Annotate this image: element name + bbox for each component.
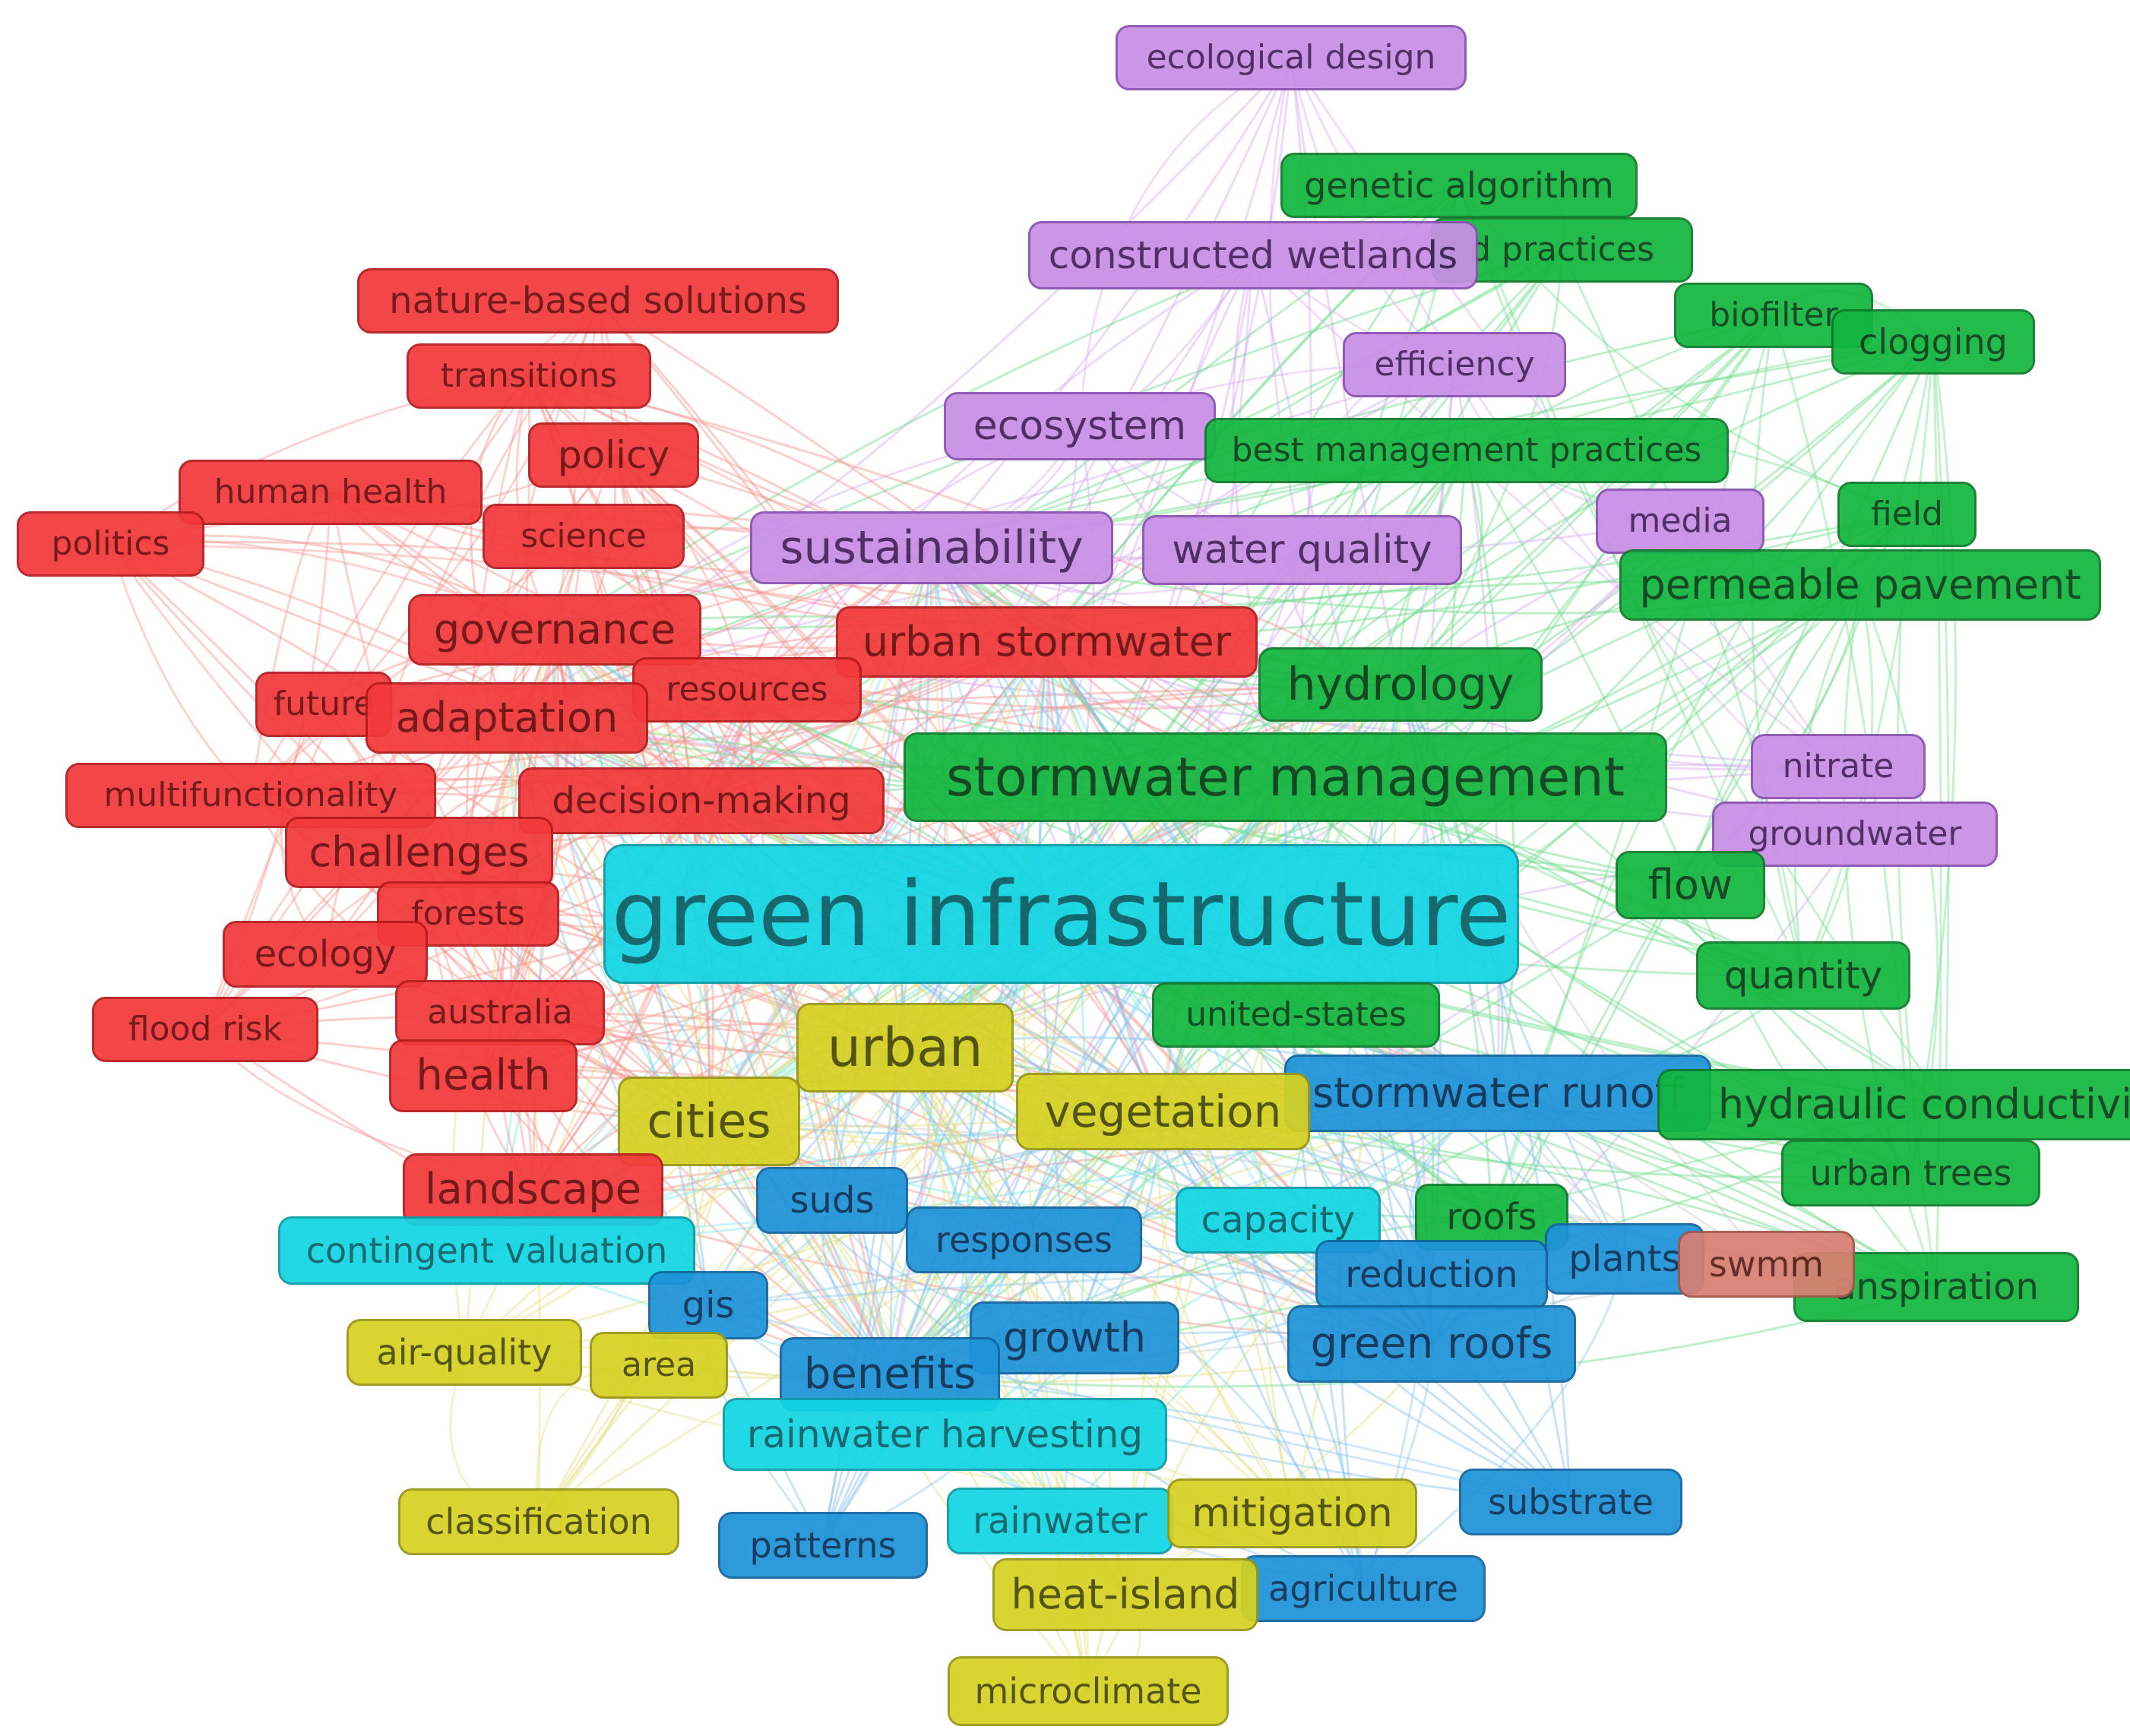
keyword-node-ecosystem[interactable]: ecosystem	[944, 392, 1216, 460]
keyword-link	[597, 300, 1164, 1112]
keyword-node-stormwater-management[interactable]: stormwater management	[904, 732, 1667, 822]
keyword-node-growth[interactable]: growth	[970, 1301, 1179, 1374]
keyword-node-media[interactable]: media	[1596, 489, 1764, 554]
keyword-node-ecological-design[interactable]: ecological design	[1116, 25, 1467, 90]
keyword-node-microclimate[interactable]: microclimate	[948, 1656, 1229, 1726]
keyword-node-gis[interactable]: gis	[648, 1271, 768, 1339]
keyword-node-swmm[interactable]: swmm	[1678, 1231, 1855, 1298]
keyword-link	[904, 1046, 1492, 1219]
keyword-link	[1802, 341, 1935, 976]
keyword-node-policy[interactable]: policy	[528, 422, 699, 488]
keyword-node-green-infrastructure[interactable]: green infrastructure	[603, 844, 1519, 984]
keyword-link	[904, 520, 1682, 1049]
keyword-link	[537, 683, 1402, 1523]
keyword-node-efficiency[interactable]: efficiency	[1343, 332, 1566, 397]
keyword-node-health[interactable]: health	[389, 1039, 578, 1112]
keyword-node-best-management-practices[interactable]: best management practices	[1204, 418, 1729, 483]
keyword-node-reduction[interactable]: reduction	[1315, 1240, 1548, 1310]
keyword-node-constructed-wetlands[interactable]: constructed wetlands	[1028, 221, 1478, 289]
keyword-node-governance[interactable]: governance	[408, 594, 701, 666]
keyword-link	[1561, 249, 1805, 976]
keyword-node-suds[interactable]: suds	[756, 1167, 908, 1234]
keyword-node-cities[interactable]: cities	[618, 1077, 800, 1166]
keyword-node-patterns[interactable]: patterns	[718, 1512, 928, 1579]
keyword-link	[1932, 341, 1950, 1105]
keyword-node-resources[interactable]: resources	[632, 657, 862, 723]
keyword-link	[1338, 684, 1402, 1589]
keyword-node-nitrate[interactable]: nitrate	[1751, 734, 1926, 799]
keyword-node-genetic-algorithm[interactable]: genetic algorithm	[1280, 153, 1638, 218]
keyword-link	[250, 535, 584, 797]
keyword-link	[888, 913, 1063, 1376]
keyword-node-agriculture[interactable]: agriculture	[1241, 1555, 1486, 1622]
keyword-link	[554, 363, 1455, 631]
keyword-node-urban-stormwater[interactable]: urban stormwater	[836, 606, 1258, 678]
keyword-node-adaptation[interactable]: adaptation	[366, 682, 648, 754]
keyword-link	[464, 1046, 906, 1354]
keyword-link	[1772, 315, 1912, 1174]
keyword-link	[499, 640, 1048, 1014]
keyword-node-clogging[interactable]: clogging	[1831, 309, 2035, 375]
keyword-link	[930, 57, 1293, 549]
keyword-link	[1157, 1111, 1293, 1514]
keyword-link	[1465, 450, 1692, 886]
keyword-node-nature-based-solutions[interactable]: nature-based solutions	[357, 268, 839, 334]
keyword-node-urban-trees[interactable]: urban trees	[1781, 1140, 2040, 1206]
keyword-node-capacity[interactable]: capacity	[1176, 1187, 1381, 1254]
keyword-node-substrate[interactable]: substrate	[1459, 1469, 1682, 1535]
keyword-node-ecology[interactable]: ecology	[223, 921, 428, 988]
keyword-node-transitions[interactable]: transitions	[407, 343, 651, 409]
keyword-link	[1046, 363, 1455, 643]
keyword-node-rainwater-harvesting[interactable]: rainwater harvesting	[723, 1398, 1167, 1471]
keyword-node-mitigation[interactable]: mitigation	[1167, 1478, 1417, 1548]
keyword-node-hydrology[interactable]: hydrology	[1258, 647, 1543, 722]
keyword-node-hydraulic-conductivity[interactable]: hydraulic conductivity	[1657, 1069, 2130, 1140]
keyword-node-air-quality[interactable]: air-quality	[347, 1319, 582, 1386]
keyword-node-quantity[interactable]: quantity	[1696, 941, 1910, 1010]
keyword-node-decision-making[interactable]: decision-making	[518, 767, 885, 834]
keyword-node-australia[interactable]: australia	[395, 980, 605, 1045]
keyword-link	[597, 299, 1287, 779]
keyword-link	[553, 629, 891, 1375]
keyword-node-field[interactable]: field	[1837, 482, 1977, 547]
keyword-node-landscape[interactable]: landscape	[403, 1153, 663, 1226]
keyword-node-sustainability[interactable]: sustainability	[750, 511, 1113, 584]
keyword-link	[1910, 341, 1957, 1174]
keyword-node-heat-island[interactable]: heat-island	[992, 1558, 1258, 1631]
keyword-link	[904, 1046, 1571, 1504]
keyword-link	[707, 913, 1062, 1307]
keyword-node-green-roofs[interactable]: green roofs	[1287, 1305, 1576, 1383]
keyword-node-classification[interactable]: classification	[398, 1488, 679, 1555]
keyword-node-vegetation[interactable]: vegetation	[1016, 1073, 1310, 1150]
keyword-node-rainwater[interactable]: rainwater	[947, 1488, 1173, 1554]
keyword-node-challenges[interactable]: challenges	[285, 817, 553, 888]
keyword-node-responses[interactable]: responses	[906, 1206, 1142, 1273]
keyword-node-science[interactable]: science	[483, 504, 685, 569]
keyword-node-area[interactable]: area	[590, 1332, 728, 1399]
keyword-link	[904, 1047, 1293, 1515]
keyword-link	[1078, 425, 1287, 778]
keyword-node-human-health[interactable]: human health	[179, 460, 483, 525]
keyword-link	[888, 913, 1062, 1375]
keyword-node-water-quality[interactable]: water quality	[1142, 515, 1462, 585]
keyword-link	[1751, 315, 1805, 976]
keyword-node-permeable-pavement[interactable]: permeable pavement	[1619, 549, 2101, 621]
keyword-link	[1363, 1258, 1626, 1590]
keyword-node-flow[interactable]: flow	[1616, 851, 1765, 919]
keyword-node-politics[interactable]: politics	[17, 511, 204, 577]
keyword-node-contingent-valuation[interactable]: contingent valuation	[278, 1216, 695, 1285]
keyword-node-stormwater-runoff[interactable]: stormwater runoff	[1284, 1055, 1711, 1132]
keyword-node-urban[interactable]: urban	[796, 1003, 1014, 1093]
keyword-node-flood-risk[interactable]: flood risk	[92, 997, 318, 1062]
keyword-node-united-states[interactable]: united-states	[1152, 982, 1440, 1048]
